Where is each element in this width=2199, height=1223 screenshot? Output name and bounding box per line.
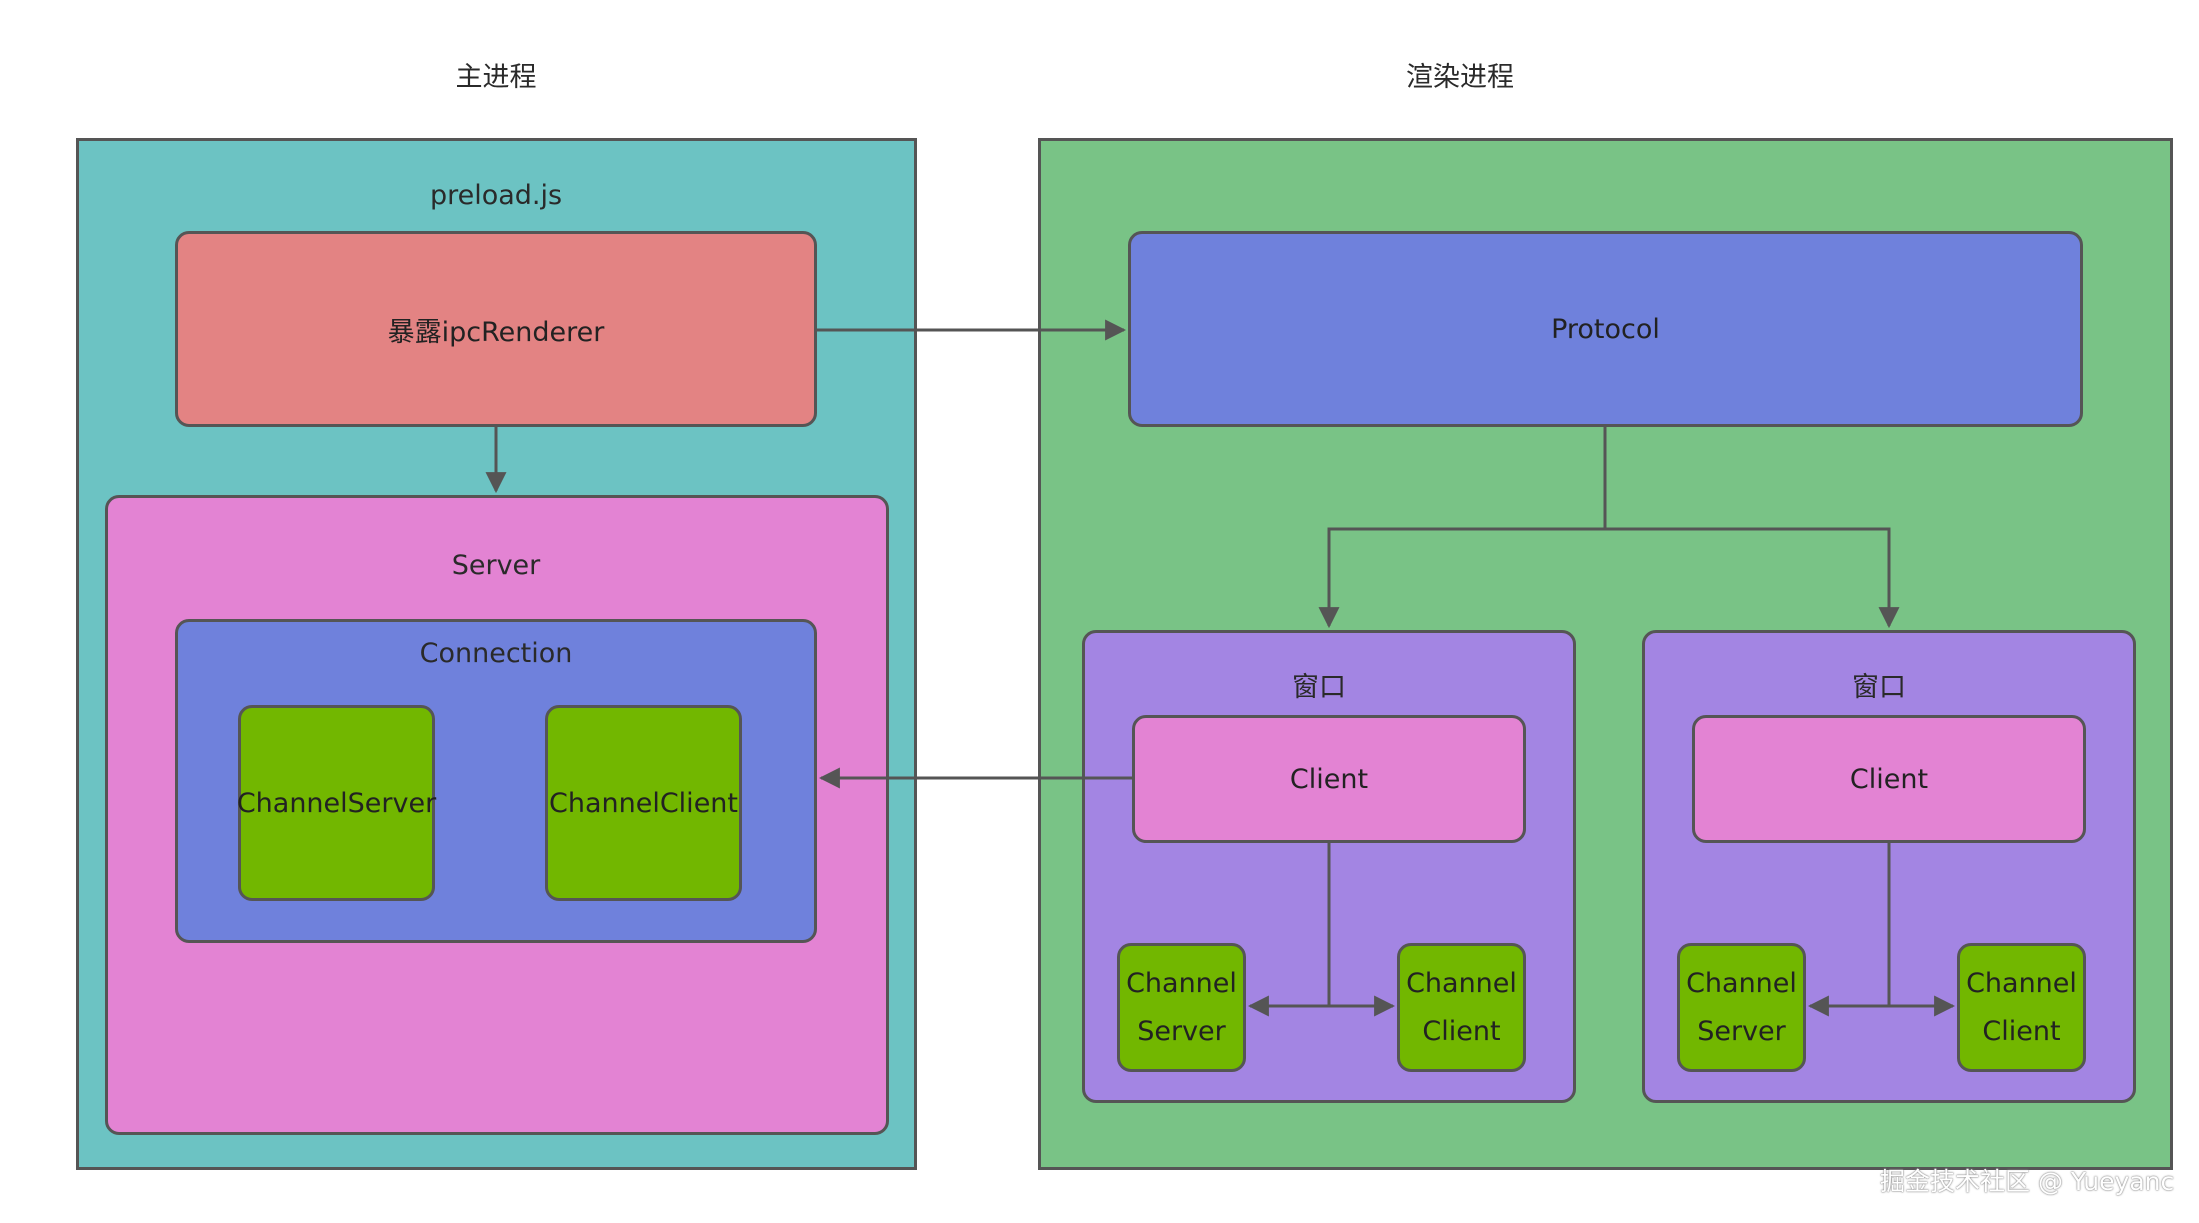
connection-label: Connection — [419, 638, 573, 669]
protocol-label: Protocol — [1551, 313, 1660, 345]
window1-channel-server-line2: Server — [1137, 1015, 1226, 1047]
window2-channel-server-line1: Channel — [1686, 967, 1797, 999]
expose-ipcrenderer-box: 暴露ipcRenderer — [175, 231, 817, 427]
client-box-2: Client — [1692, 715, 2086, 843]
preload-label: preload.js — [429, 180, 563, 211]
renderer-process-title: 渲染进程 — [1406, 62, 1514, 93]
window2-channel-client-box: Channel Client — [1957, 943, 2086, 1072]
protocol-box: Protocol — [1128, 231, 2083, 427]
window2-channel-client-line2: Client — [1982, 1015, 2061, 1047]
watermark: 掘金技术社区 @ Yueyanc — [1880, 1167, 2175, 1196]
window1-channel-client-box: Channel Client — [1397, 943, 1526, 1072]
window-label-1: 窗口 — [1292, 672, 1346, 703]
window1-channel-server-box: Channel Server — [1117, 943, 1246, 1072]
channel-client-label: ChannelClient — [548, 787, 738, 819]
channel-server-box: ChannelServer — [236, 705, 437, 901]
window-label-2: 窗口 — [1852, 672, 1906, 703]
window1-channel-client-line2: Client — [1422, 1015, 1501, 1047]
window2-channel-server-line2: Server — [1697, 1015, 1786, 1047]
expose-ipcrenderer-label: 暴露ipcRenderer — [387, 316, 605, 348]
channel-client-box: ChannelClient — [545, 705, 742, 901]
window1-channel-client-line1: Channel — [1406, 967, 1517, 999]
window2-channel-client-line1: Channel — [1966, 967, 2077, 999]
channel-server-label: ChannelServer — [236, 787, 437, 819]
main-process-title: 主进程 — [455, 62, 537, 93]
window1-channel-server-line1: Channel — [1126, 967, 1237, 999]
client-label-1: Client — [1289, 763, 1369, 795]
client-label-2: Client — [1849, 763, 1929, 795]
client-box-1: Client — [1132, 715, 1526, 843]
window2-channel-server-box: Channel Server — [1677, 943, 1806, 1072]
server-label: Server — [451, 550, 541, 581]
